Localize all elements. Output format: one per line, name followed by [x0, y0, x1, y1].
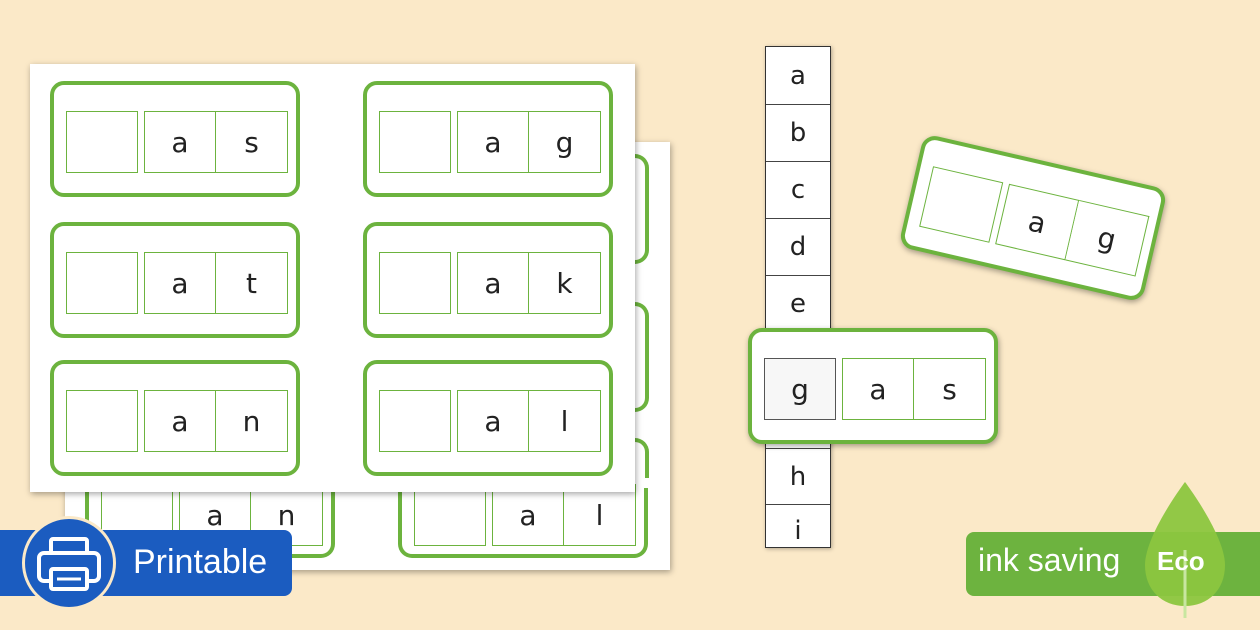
letter-box: t [216, 252, 288, 314]
word-card-2: a g [363, 81, 613, 197]
strip-letter: e [766, 276, 830, 333]
letter-box: a [144, 252, 216, 314]
strip-letter: d [766, 219, 830, 276]
slider-word-card[interactable]: g a s [748, 328, 998, 444]
letter-box-blank [66, 252, 138, 314]
letter-box: n [216, 390, 288, 452]
word-card-1: a s [50, 81, 300, 197]
strip-letter: a [766, 47, 830, 105]
strip-letter: b [766, 105, 830, 162]
word-card-4: a k [363, 222, 613, 338]
slider-window-letter: g [764, 358, 836, 420]
leaf-icon [1145, 482, 1225, 618]
letter-box-blank [66, 111, 138, 173]
card-edge [635, 438, 649, 478]
word-card-6: a l [363, 360, 613, 476]
letter-box-blank [66, 390, 138, 452]
letter-box: l [564, 484, 636, 546]
letter-box: g [1065, 199, 1150, 277]
loose-word-card[interactable]: a g [898, 133, 1168, 303]
letter-box: a [995, 183, 1080, 261]
letter-box-blank [414, 484, 486, 546]
letter-box: a [144, 111, 216, 173]
letter-box: l [529, 390, 601, 452]
letter-box: a [492, 484, 564, 546]
letter-box: g [529, 111, 601, 173]
printable-label: Printable [133, 543, 268, 581]
letter-box: a [457, 252, 529, 314]
letter-box-blank [919, 166, 1004, 243]
eco-label: Eco [1157, 546, 1205, 576]
ink-saving-label: ink saving [978, 542, 1121, 578]
letter-box: k [529, 252, 601, 314]
letter-box: a [457, 111, 529, 173]
letter-box: a [842, 358, 914, 420]
letter-box-blank [379, 390, 451, 452]
card-edge [635, 302, 649, 412]
word-card-3: a t [50, 222, 300, 338]
printer-icon [22, 516, 116, 610]
worksheet-front: a s a g a t a k a n a [30, 64, 635, 492]
strip-letter: c [766, 162, 830, 219]
word-card-back-2: a l [398, 484, 648, 558]
card-edge [635, 154, 649, 264]
letter-box: s [216, 111, 288, 173]
letter-box-blank [379, 111, 451, 173]
letter-box: a [457, 390, 529, 452]
letter-box: s [914, 358, 986, 420]
strip-letter: h [766, 449, 830, 505]
letter-box-blank [379, 252, 451, 314]
letter-strip[interactable]: a b c d e g h i [765, 46, 831, 548]
strip-letter: i [794, 516, 802, 546]
letter-box: a [144, 390, 216, 452]
word-card-5: a n [50, 360, 300, 476]
